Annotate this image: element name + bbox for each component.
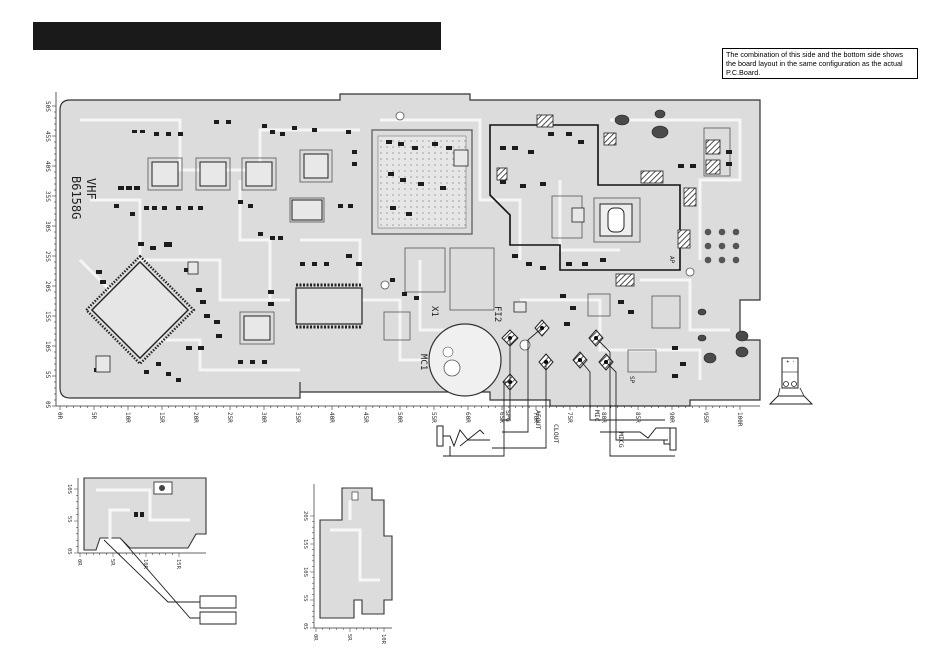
axis-tick-label: 0S bbox=[302, 623, 308, 630]
connector-spg-label: SPG bbox=[504, 410, 512, 422]
axis-tick-label: 50R bbox=[396, 412, 403, 423]
axis-tick-label: 10S bbox=[44, 341, 51, 352]
sot-parts bbox=[95, 149, 585, 373]
axis-tick-label: 5R bbox=[346, 634, 352, 641]
right-jack-symbol bbox=[600, 427, 677, 451]
crystal-module bbox=[599, 203, 633, 237]
axis-tick-label: 15S bbox=[44, 311, 51, 322]
component-outlines bbox=[147, 127, 731, 373]
small-board-a-leads bbox=[103, 539, 237, 625]
hatched-pads bbox=[496, 114, 721, 287]
main-axis-minor-ticks bbox=[52, 105, 741, 410]
main-axis-left-labels: 0S 5S 10S 15S 20S 25S 30S 35S 40S 45S 50S bbox=[44, 101, 51, 409]
axis-tick-label: 20S bbox=[302, 511, 308, 521]
small-board-a-axis bbox=[77, 478, 206, 554]
axis-tick-label: 5R bbox=[90, 412, 97, 420]
small-board-b-bottom-labels: 0R 5R 10R bbox=[312, 634, 386, 645]
axis-tick-label: 10S bbox=[302, 567, 308, 577]
small-board-a-left-labels: 0S 5S 10S bbox=[66, 484, 72, 555]
axis-tick-label: 0S bbox=[44, 401, 51, 409]
axis-tick-label: 10R bbox=[124, 412, 131, 423]
left-jack-symbol bbox=[436, 425, 490, 457]
microphone-mc1 bbox=[428, 323, 502, 397]
edge-pads bbox=[614, 109, 749, 364]
axis-tick-label: 60R bbox=[464, 412, 471, 423]
axis-tick-label: 55R bbox=[430, 412, 437, 423]
board-model-label: VHF bbox=[84, 178, 98, 200]
axis-tick-label: 5S bbox=[44, 371, 51, 379]
mounting-holes bbox=[380, 111, 695, 351]
board-code-label: B6158G bbox=[69, 176, 83, 219]
axis-tick-label: 45S bbox=[44, 131, 51, 142]
small-board-b-outline bbox=[319, 487, 393, 619]
axis-tick-label: 15R bbox=[175, 559, 181, 570]
small-board-b-traces bbox=[330, 500, 380, 582]
axis-tick-label: 85R bbox=[634, 412, 641, 423]
connector-afout-label: AFOUT bbox=[534, 410, 542, 430]
page-title-bar bbox=[33, 22, 441, 50]
small-ics bbox=[151, 153, 329, 341]
svg-text:-: - bbox=[790, 360, 796, 363]
small-board-a-ticks bbox=[74, 488, 180, 557]
small-board-a-traces bbox=[96, 488, 190, 540]
axis-tick-label: 5S bbox=[66, 516, 72, 523]
axis-tick-label: 10S bbox=[66, 484, 72, 494]
axis-tick-label: 0R bbox=[56, 412, 63, 420]
small-board-b-left-labels: 0S 5S 10S 15S 20S bbox=[302, 511, 308, 630]
axis-tick-label: 0S bbox=[66, 548, 72, 555]
axis-tick-label: 40S bbox=[44, 161, 51, 172]
connector-clout-label: CLOUT bbox=[552, 424, 560, 444]
main-axis-bottom-labels: 0R 5R 10R 15R 20R 25R 30R 35R 40R 45R 50R 55R 60R 65R… bbox=[56, 412, 743, 427]
axis-tick-label: 30S bbox=[44, 221, 51, 232]
axis-tick-label: 20S bbox=[44, 281, 51, 292]
axis-tick-label: 100R bbox=[736, 412, 743, 427]
speaker-symbol: + - bbox=[768, 357, 814, 405]
small-board-a-outline bbox=[83, 477, 207, 551]
sp-label: SP bbox=[628, 376, 635, 384]
black-outline-region bbox=[489, 124, 681, 271]
ap-label: AP bbox=[668, 256, 675, 264]
axis-tick-label: 75R bbox=[566, 412, 573, 423]
axis-tick-label: 5R bbox=[109, 559, 115, 566]
fi2-label: FI2 bbox=[492, 306, 502, 322]
svg-text:+: + bbox=[784, 360, 790, 363]
axis-tick-label: 40R bbox=[328, 412, 335, 423]
axis-tick-label: 25R bbox=[226, 412, 233, 423]
connector-micg-label: MICG bbox=[617, 432, 625, 448]
main-axis-lines bbox=[55, 92, 760, 407]
axis-tick-label: 15S bbox=[302, 539, 308, 549]
main-board-outline bbox=[59, 93, 761, 407]
axis-tick-label: 0R bbox=[76, 559, 82, 566]
cpu-qfp bbox=[84, 254, 196, 366]
axis-tick-label: 10R bbox=[142, 559, 148, 570]
axis-tick-label: 50S bbox=[44, 101, 51, 112]
jack-wires bbox=[450, 327, 675, 457]
rf-shield-outline bbox=[371, 129, 473, 235]
small-board-b-ticks bbox=[310, 515, 385, 632]
axis-tick-label: 65R bbox=[498, 412, 505, 423]
axis-tick-label: 10R bbox=[380, 634, 386, 645]
axis-tick-label: 35S bbox=[44, 191, 51, 202]
axis-tick-label: 70R bbox=[532, 412, 539, 423]
connector-mic-label: MIC bbox=[593, 410, 601, 422]
axis-tick-label: 80R bbox=[600, 412, 607, 423]
board-layout-note: The combination of this side and the bot… bbox=[722, 48, 918, 79]
small-board-a-bottom-labels: 0R 5R 10R 15R bbox=[76, 559, 181, 570]
pad-grid bbox=[704, 228, 740, 264]
axis-tick-label: 35R bbox=[294, 412, 301, 423]
axis-tick-label: 0R bbox=[312, 634, 318, 641]
axis-tick-label: 25S bbox=[44, 251, 51, 262]
axis-tick-label: 5S bbox=[302, 595, 308, 602]
axis-tick-label: 90R bbox=[668, 412, 675, 423]
axis-tick-label: 45R bbox=[362, 412, 369, 423]
x1-label: X1 bbox=[429, 306, 439, 317]
axis-tick-label: 30R bbox=[260, 412, 267, 423]
mc1-label: MC1 bbox=[418, 354, 428, 370]
axis-tick-label: 20R bbox=[192, 412, 199, 423]
ic-dip bbox=[295, 283, 363, 329]
small-board-b-axis bbox=[313, 484, 392, 629]
axis-tick-label: 15R bbox=[158, 412, 165, 423]
axis-tick-label: 95R bbox=[702, 412, 709, 423]
